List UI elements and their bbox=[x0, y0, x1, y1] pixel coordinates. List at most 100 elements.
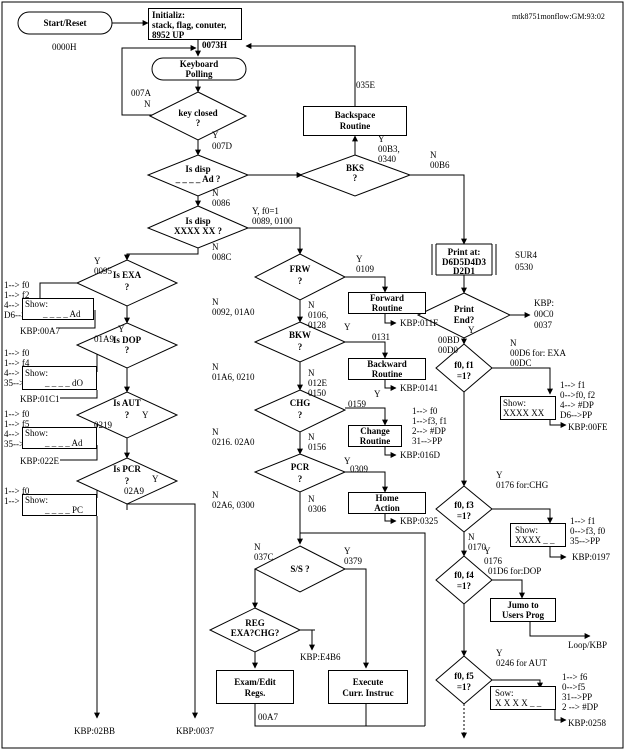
kbp-011f: KBP:011F bbox=[400, 318, 439, 328]
pcr-assign-1: 1--> f0 bbox=[4, 486, 30, 496]
kbp-0037: KBP:0037 bbox=[176, 726, 215, 736]
chg-assign-3: 2--> #DP bbox=[412, 426, 446, 436]
is-aut-line1: Is AUT bbox=[113, 398, 141, 408]
is-disp-ad-line2: _ _ _ _ Ad ? bbox=[175, 174, 221, 184]
f0f3-line1: f0, f3 bbox=[454, 500, 474, 510]
frw-line2: ? bbox=[297, 276, 303, 286]
f0f4-line2: =1? bbox=[456, 581, 472, 591]
ss-label: S/S ? bbox=[290, 564, 310, 574]
aut-assign-4: 35-->PP bbox=[4, 439, 35, 449]
polling-terminator bbox=[151, 57, 247, 81]
jump-users-box: Jumo to Users Prog bbox=[490, 598, 556, 622]
bkw-line1: BKW bbox=[288, 330, 311, 340]
label-y-00b3-1: Y bbox=[378, 134, 385, 144]
kbp-00fe: KBP:00FE bbox=[568, 422, 608, 432]
init-line1: Initializ: bbox=[152, 10, 185, 20]
exam-line1: Exam/Edit bbox=[234, 677, 276, 687]
jump-line1: Jumo to bbox=[507, 600, 539, 610]
f0f5-line1: f0, f5 bbox=[454, 671, 474, 681]
label-n-012e-2: 012E bbox=[308, 378, 327, 388]
label-n-0092-1: N bbox=[212, 297, 219, 307]
forward-routine-box: Forward Routine bbox=[348, 292, 426, 314]
label-n-02a6-1: N bbox=[212, 490, 219, 500]
label-y-0176b-1: Y bbox=[484, 546, 491, 556]
is-exa-diamond bbox=[75, 259, 179, 307]
label-y-0109-1: Y bbox=[356, 254, 363, 264]
label-n-00d6-1: N bbox=[510, 338, 517, 348]
f3-assign-2: 0-->f3, f0 bbox=[570, 526, 606, 536]
aut-assign-2: 1--> f5 bbox=[4, 419, 30, 429]
exa-assign-1: 1--> f0 bbox=[4, 280, 30, 290]
kbp-0258: KBP:0258 bbox=[568, 718, 607, 728]
label-y-0131-2: 0131 bbox=[372, 332, 390, 342]
label-y-0379-1: Y bbox=[344, 546, 351, 556]
label-n-0106-1: N bbox=[308, 300, 315, 310]
label-y-00bd-1: Y bbox=[468, 325, 475, 335]
pcr-line2: ? bbox=[297, 474, 303, 484]
kbp-01c1: KBP:01C1 bbox=[20, 394, 60, 404]
addr-0000h: 0000H bbox=[52, 42, 77, 52]
f0f4-line1: f0, f4 bbox=[454, 570, 474, 580]
show-ad-box-1: Show: _ _ _ _ Ad bbox=[22, 298, 94, 320]
label-y-007d-1: Y bbox=[212, 130, 219, 140]
is-aut-line2: ? bbox=[124, 410, 130, 420]
exam-line2: Regs. bbox=[244, 688, 266, 698]
show-xxxx-xx-line2: XXXX XX bbox=[503, 408, 545, 418]
bks-diamond bbox=[298, 154, 412, 197]
label-n-0092-2: 0092, 01A0 bbox=[212, 307, 255, 317]
label-y-0309-1: Y bbox=[344, 456, 351, 466]
label-y-0219-1: Y bbox=[142, 410, 149, 420]
label-01d6: 01D6 for:DOP bbox=[488, 566, 542, 576]
label-n-0306-1: N bbox=[308, 494, 315, 504]
f0f4-diamond bbox=[435, 555, 493, 605]
label-n-012e-1: N bbox=[308, 368, 315, 378]
polling-line1: Keyboard bbox=[179, 59, 219, 69]
kbp-022e: KBP:022E bbox=[20, 456, 60, 466]
show-ad2-line1: Show: bbox=[25, 428, 49, 438]
show-xxxx-line2: XXXX _ _ bbox=[515, 535, 555, 545]
label-n-0106-2: 0106, bbox=[308, 310, 329, 320]
label-y-0095-1: Y bbox=[94, 256, 101, 266]
chg-line1: CHG bbox=[289, 398, 311, 408]
label-n-0106-3: 0128 bbox=[308, 320, 326, 330]
print-at-line2: D6D5D4D3 bbox=[442, 257, 486, 267]
show-ad2-line2: _ _ _ _ Ad bbox=[45, 438, 83, 448]
bks-line2: ? bbox=[352, 173, 358, 183]
label-y-0159-2: 0159 bbox=[348, 399, 366, 409]
f0f5-line2: =1? bbox=[456, 682, 472, 692]
is-dop-line1: Is DOP bbox=[112, 335, 142, 345]
addr-007a: 007A bbox=[131, 88, 151, 98]
bks-line1: BKS bbox=[345, 163, 364, 173]
label-n-0216-2: 0216. 02A0 bbox=[212, 437, 255, 447]
show-ad1-line2: _ _ _ _ Ad bbox=[43, 309, 81, 319]
exa-assign-2: 1--> f2 bbox=[4, 290, 30, 300]
is-disp-xxxx-diamond bbox=[146, 205, 250, 249]
label-n-0216-1: N bbox=[212, 427, 219, 437]
label-0176-2: 0176 for:CHG bbox=[496, 480, 549, 490]
label-0176-1: Y bbox=[496, 470, 503, 480]
init-line3: 8952 UP bbox=[152, 30, 185, 40]
kbp-0325: KBP:0325 bbox=[400, 516, 439, 526]
label-n-00d6-3: 00DC bbox=[510, 358, 532, 368]
forward-line2: Routine bbox=[371, 303, 403, 313]
label-y-0159-1: Y bbox=[374, 389, 381, 399]
f1-assign-4: D6-->PP bbox=[560, 410, 593, 420]
show-do-line2: _ _ _ _ dO bbox=[45, 378, 83, 388]
dop-assign-1: 1--> f0 bbox=[4, 348, 30, 358]
backspace-line2: Routine bbox=[339, 121, 371, 131]
f1-assign-2: 0-->f0, f2 bbox=[560, 390, 596, 400]
label-y-00b3-3: 0340 bbox=[378, 154, 396, 164]
backward-routine-box: Backward Routine bbox=[348, 358, 426, 380]
exa-assign-3: 4--> #DP bbox=[4, 300, 38, 310]
is-dop-line2: ? bbox=[124, 345, 130, 355]
chg-assign-1: 1--> f0 bbox=[412, 406, 438, 416]
show-xxxx-xx-line1: Show: bbox=[503, 398, 527, 408]
label-y-0131-1: Y bbox=[344, 322, 351, 332]
backward-line2: Routine bbox=[371, 369, 403, 379]
jump-line2: Users Prog bbox=[501, 610, 545, 620]
is-disp-xxxx-line2: XXXX XX ? bbox=[174, 226, 222, 236]
show-xxxx-box: Show: XXXX _ _ bbox=[510, 523, 566, 547]
label-n-00b6-2: 00B6 bbox=[430, 160, 450, 170]
